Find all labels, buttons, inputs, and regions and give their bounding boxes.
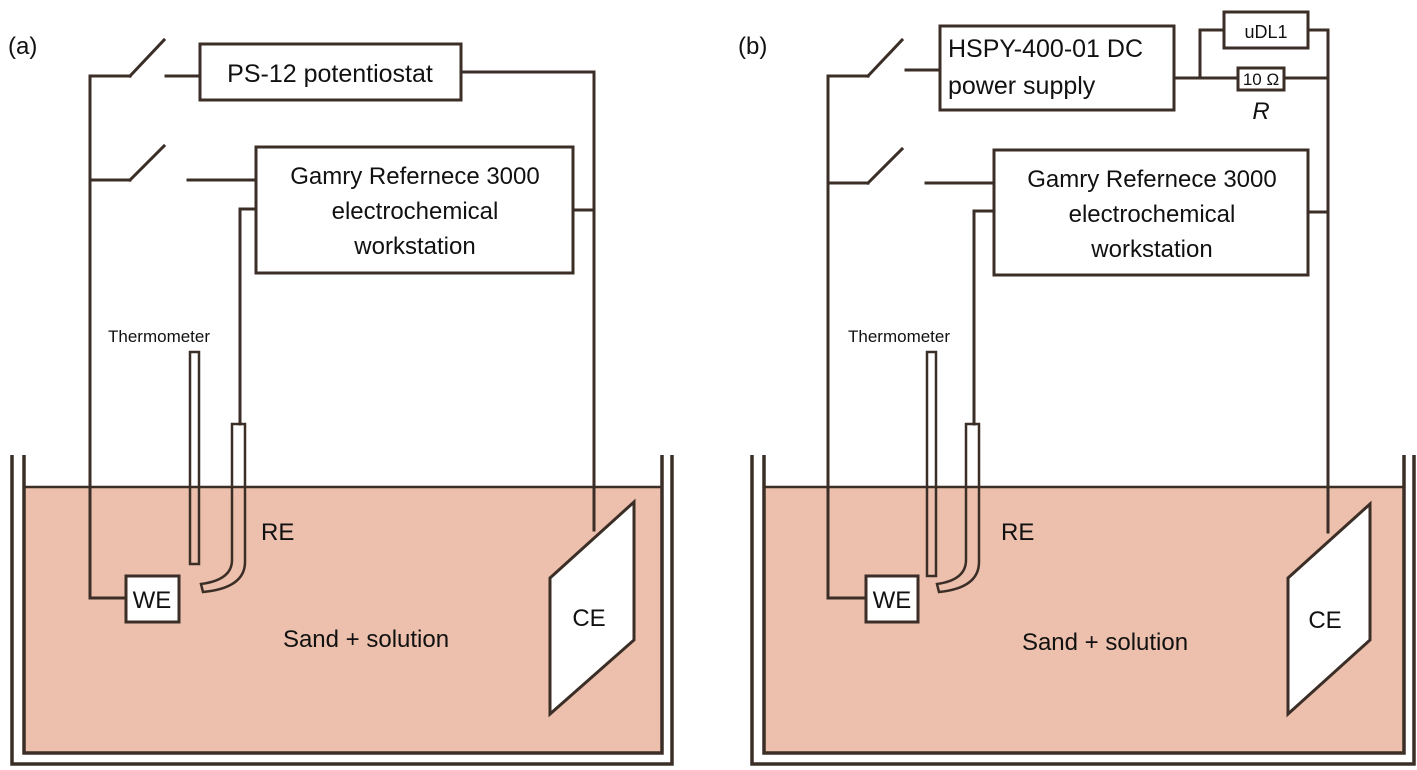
panel-b-power-supply-line-1: HSPY-400-01 DC: [948, 35, 1143, 63]
panel-b-we-label: WE: [873, 587, 912, 614]
panel-b-thermometer-label: Thermometer: [848, 327, 950, 346]
panel-b-logger-label: uDL1: [1244, 22, 1287, 42]
panel-b-counter-electrode: [1286, 500, 1372, 718]
panel-b-left-wire: [826, 74, 870, 600]
panel-a-workstation-line-2: electrochemical: [332, 198, 499, 225]
panel-b-resistor-value: 10 Ω: [1243, 70, 1279, 89]
panel-b-logger-branch: [1198, 28, 1226, 80]
panel-a-switch-1: [127, 37, 167, 79]
panel-a-thermometer-label: Thermometer: [108, 327, 210, 346]
panel-a-ce-wire: [459, 70, 596, 532]
panel-a-thermometer: [188, 350, 201, 566]
panel-b-re-label: RE: [1001, 519, 1034, 546]
panel-a-we-label: WE: [133, 587, 172, 614]
panel-b-medium-label: Sand + solution: [1022, 629, 1188, 656]
panel-b-logger-return: [1306, 28, 1330, 80]
panel-b-re-wire: [972, 209, 996, 426]
panel-b-reference-electrode: [935, 422, 981, 594]
panel-b-workstation-line-2: electrochemical: [1069, 201, 1236, 228]
panel-a-re-label: RE: [261, 519, 294, 546]
panel-a-re-wire: [238, 207, 258, 426]
panel-b-power-supply-line-2: power supply: [948, 72, 1096, 100]
panel-b: (b) HSPY-400-01 DC power supply uDL1 10 …: [738, 10, 1416, 766]
panel-a-workstation-line-1: Gamry Refernece 3000: [290, 163, 539, 190]
panel-a-switch-2: [127, 143, 167, 183]
panel-b-workstation-line-1: Gamry Refernece 3000: [1027, 166, 1276, 193]
panel-a: (a) PS-12 potentiostat Gamry Refernece 3…: [8, 33, 674, 766]
panel-a-potentiostat-label: PS-12 potentiostat: [227, 60, 433, 88]
panel-b-switch-2: [865, 146, 905, 186]
panel-a-workstation-line-3: workstation: [353, 233, 475, 260]
panel-b-ce-wire: [1282, 76, 1330, 534]
panel-b-logger-box: [1222, 10, 1310, 50]
panel-a-left-wire: [88, 74, 132, 600]
panel-a-tag: (a): [8, 33, 37, 60]
panel-b-power-supply-box: [938, 24, 1176, 112]
panel-a-tank: [10, 455, 674, 766]
panel-b-we-box: [864, 574, 920, 624]
panel-b-ce-label: CE: [1308, 607, 1341, 634]
panel-b-tag: (b): [738, 33, 767, 60]
panel-a-we-box: [124, 574, 181, 624]
panel-b-workstation-line-3: workstation: [1090, 236, 1212, 263]
panel-b-resistor-symbol: R: [1252, 98, 1269, 125]
panel-a-counter-electrode: [548, 498, 636, 718]
panel-b-tank: [750, 455, 1416, 766]
panel-a-medium-label: Sand + solution: [283, 626, 449, 653]
panel-a-ce-label: CE: [572, 605, 605, 632]
panel-b-switch-1: [865, 37, 905, 79]
panel-a-reference-electrode: [199, 422, 247, 594]
panel-b-thermometer: [925, 350, 938, 578]
